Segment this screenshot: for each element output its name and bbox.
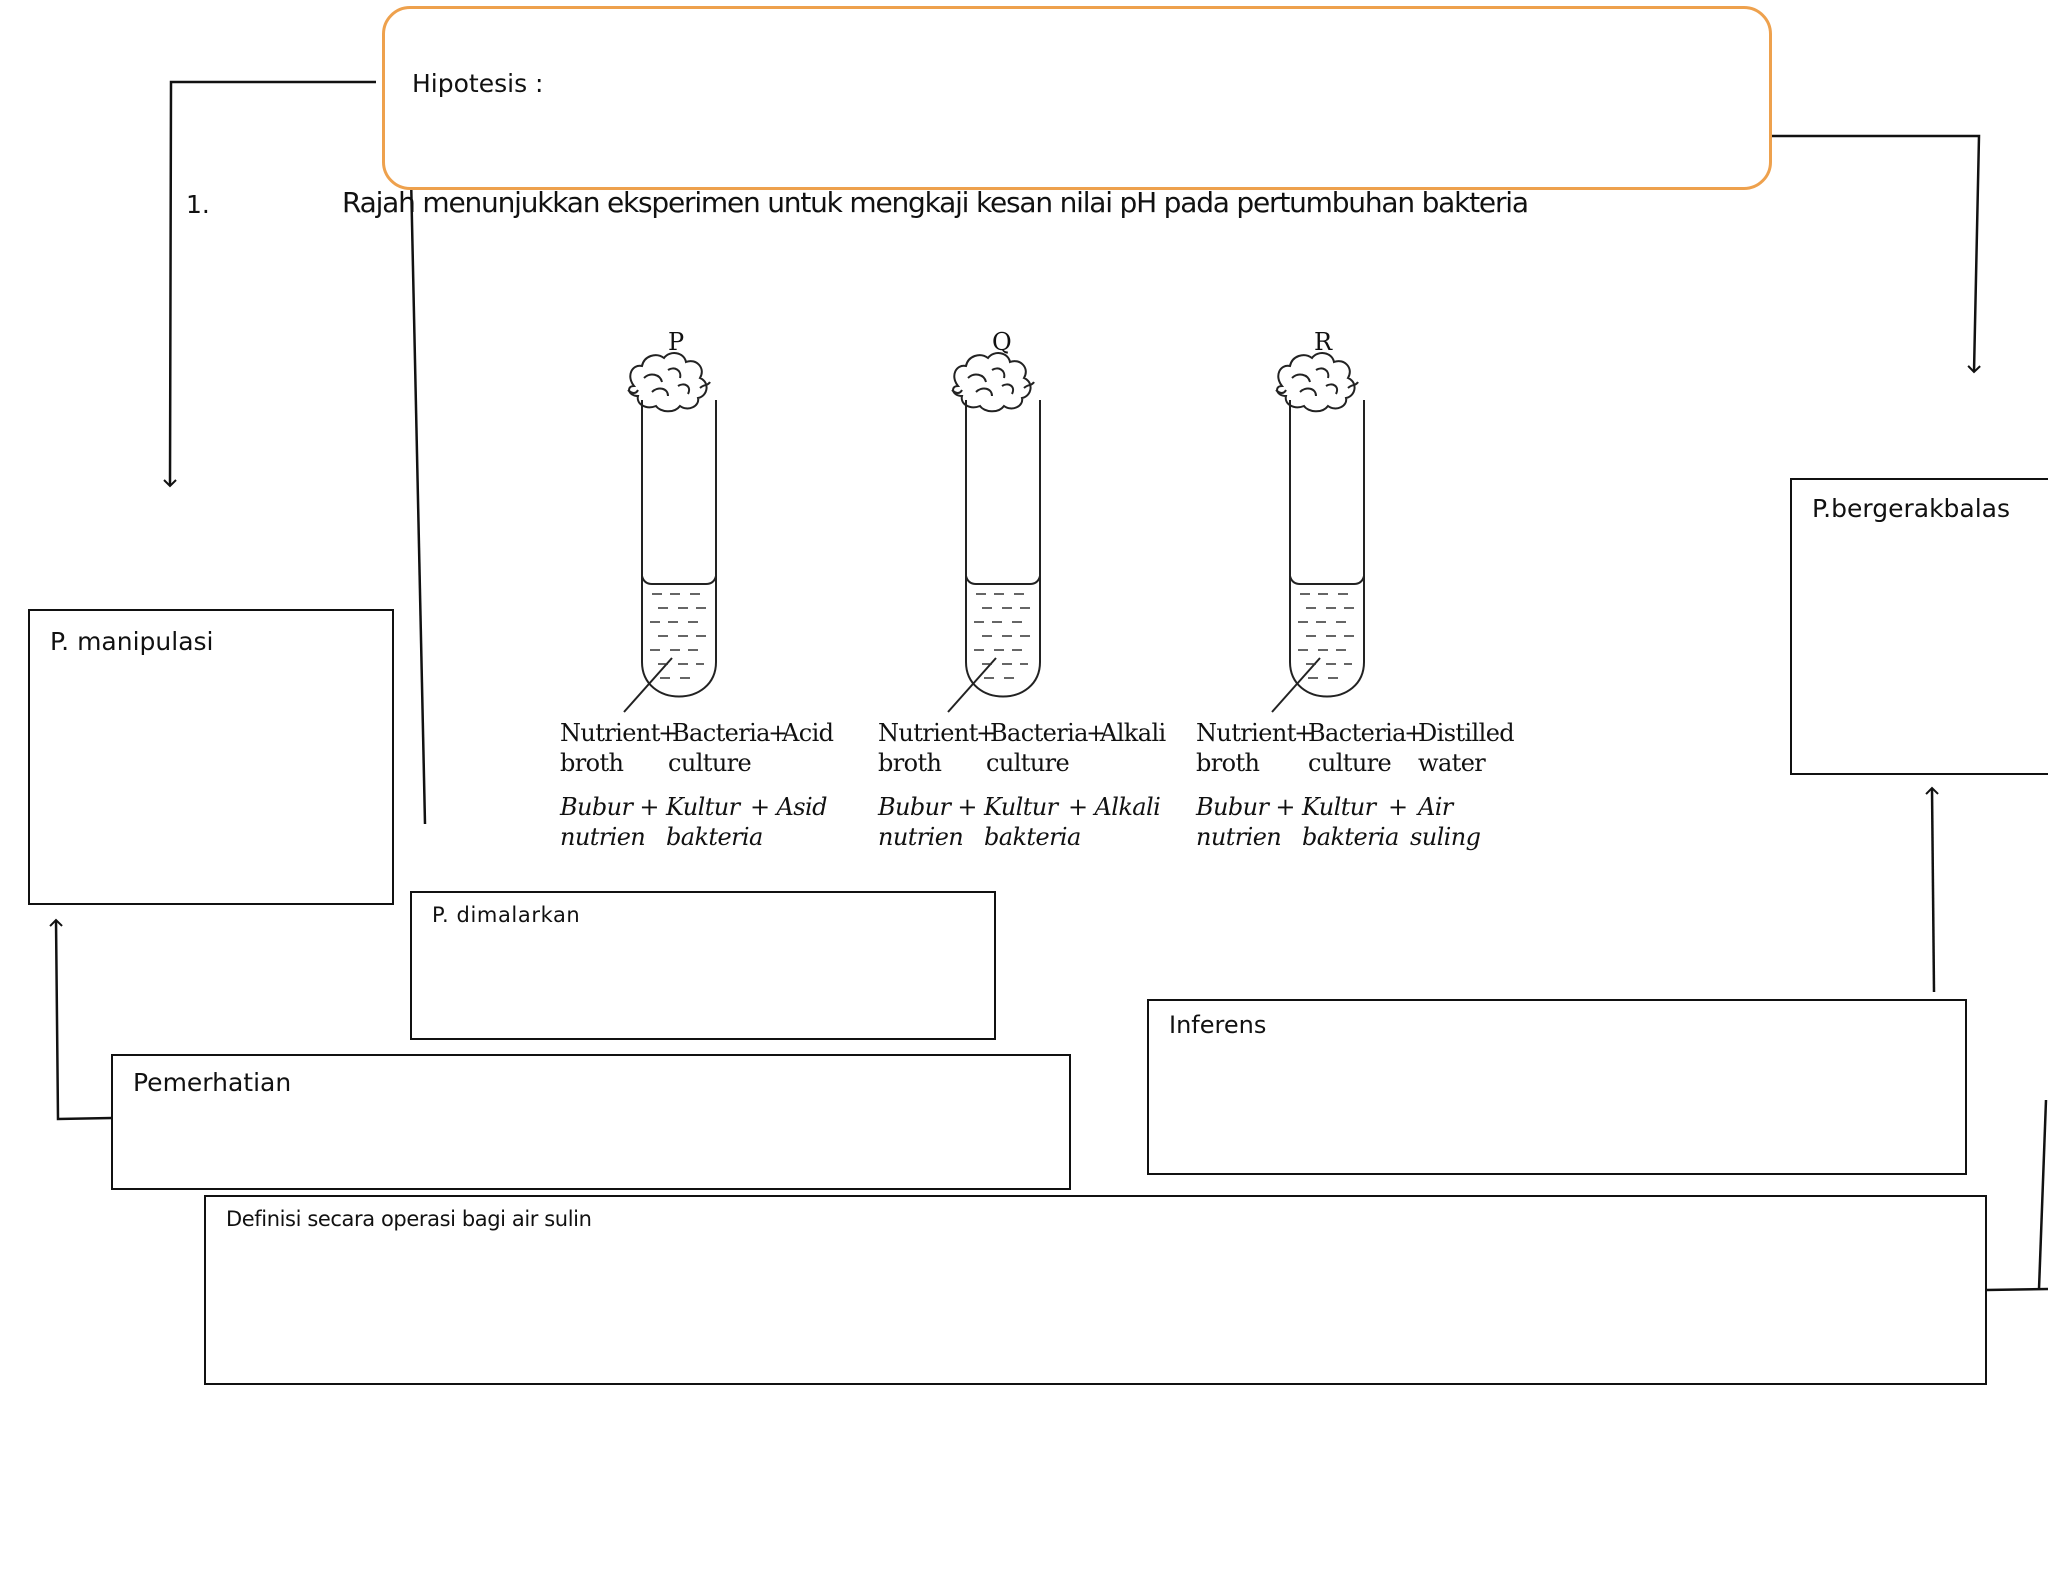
pemerhatian-box[interactable]: Pemerhatian (111, 1054, 1071, 1190)
caption-word: suling (1410, 823, 1481, 851)
arrow-hipotesis-to-manipulasi (163, 80, 376, 488)
caption-word: nutrien (878, 823, 964, 851)
caption-word: bakteria (984, 823, 1081, 851)
caption-word: + (1086, 719, 1106, 747)
test-tube-q (947, 352, 1041, 713)
caption-word: broth (878, 749, 942, 777)
caption-word: Bacteria (1308, 719, 1407, 747)
caption-word: culture (668, 749, 752, 777)
caption-word: water (1418, 749, 1486, 777)
hipotesis-label: Hipotesis : (412, 69, 544, 98)
caption-word: Bacteria (990, 719, 1089, 747)
caption-word: Kultur (1302, 793, 1376, 821)
caption-word: culture (1308, 749, 1392, 777)
caption-word: Nutrient (1196, 719, 1296, 747)
arrow-hipotesis-to-bergerakbalas (1772, 134, 1981, 374)
tube-letter: P (668, 328, 685, 356)
definisi-box[interactable]: Definisi secara operasi bagi air sulin (204, 1195, 1987, 1385)
test-tube-figure: P (540, 320, 1520, 860)
caption-word: Kultur (984, 793, 1058, 821)
caption-word: bakteria (666, 823, 763, 851)
caption-en: Nutrient + Bacteria + Alkali broth cultu… (878, 718, 1184, 780)
caption-ms: Bubur + Kultur + Alkali nutrien bakteria (878, 792, 1184, 854)
arrow-inferens-to-bergerakbalas (1925, 786, 1939, 993)
line-definisi-to-right (1985, 1287, 2048, 1292)
tube-group-p: P (540, 320, 860, 860)
inferens-box[interactable]: Inferens (1147, 999, 1967, 1175)
caption-word: Air (1418, 793, 1453, 821)
caption-word: Alkali (1100, 719, 1166, 747)
caption-word: + (1404, 719, 1424, 747)
dimalarkan-label: P. dimalarkan (432, 903, 581, 927)
question: 1. Rajah menunjukkan eksperimen untuk me… (0, 186, 1600, 226)
tube-letter: Q (992, 328, 1012, 356)
line-right-edge (2037, 1099, 2048, 1290)
line-hipotesis-to-dimalarkan (409, 175, 427, 825)
bergerakbalas-label: P.bergerakbalas (1812, 494, 2011, 523)
caption-word: Bubur + (560, 793, 660, 821)
caption-word: Nutrient (560, 719, 660, 747)
caption-word: Bubur + (878, 793, 978, 821)
caption-word: Bacteria (672, 719, 771, 747)
tube-letter: R (1314, 328, 1333, 356)
test-tube-r (1271, 352, 1365, 713)
caption-word: + (976, 719, 996, 747)
caption-ms: Bubur + Kultur + Asid nutrien bakteria (560, 792, 860, 854)
manipulasi-label: P. manipulasi (50, 627, 214, 656)
caption-en: Nutrient + Bacteria + Distilled broth cu… (1196, 718, 1515, 780)
caption-word: broth (1196, 749, 1260, 777)
caption-word: Acid (782, 719, 834, 747)
tube-group-q: Q Nutrient (864, 320, 1184, 860)
caption-word: nutrien (1196, 823, 1282, 851)
pemerhatian-label: Pemerhatian (133, 1068, 292, 1097)
caption-word: nutrien (560, 823, 646, 851)
cotton-plug (1276, 352, 1356, 413)
manipulasi-box[interactable]: P. manipulasi (28, 609, 394, 905)
caption-word: culture (986, 749, 1070, 777)
caption-word: bakteria (1302, 823, 1399, 851)
inferens-label: Inferens (1169, 1011, 1267, 1039)
caption-word: Bubur + (1196, 793, 1296, 821)
hipotesis-box[interactable]: Hipotesis : (382, 6, 1772, 190)
caption-word: Kultur (666, 793, 740, 821)
test-tube-p (623, 352, 717, 713)
definisi-label: Definisi secara operasi bagi air sulin (226, 1207, 592, 1231)
dimalarkan-box[interactable]: P. dimalarkan (410, 891, 996, 1040)
bergerakbalas-box[interactable]: P.bergerakbalas (1790, 478, 2048, 775)
cotton-plug (952, 352, 1032, 413)
question-number: 1. (186, 190, 210, 219)
cotton-plug (628, 352, 708, 413)
caption-word: + Asid (750, 793, 827, 821)
arrow-pemerhatian-to-manipulasi (49, 918, 113, 1121)
caption-ms: Bubur + Kultur + Air nutrien bakteria su… (1196, 792, 1508, 854)
tube-group-r: R Nutrient (1188, 320, 1515, 860)
caption-en: Nutrient + Bacteria + Acid broth culture (560, 718, 860, 780)
caption-word: + (1388, 793, 1408, 821)
caption-word: Distilled (1418, 719, 1515, 747)
caption-word: + Alkali (1068, 793, 1161, 821)
caption-word: broth (560, 749, 624, 777)
caption-word: + (1294, 719, 1314, 747)
caption-word: Nutrient (878, 719, 978, 747)
caption-word: + (768, 719, 788, 747)
question-text: Rajah menunjukkan eksperimen untuk mengk… (342, 186, 1529, 219)
caption-word: + (658, 719, 678, 747)
